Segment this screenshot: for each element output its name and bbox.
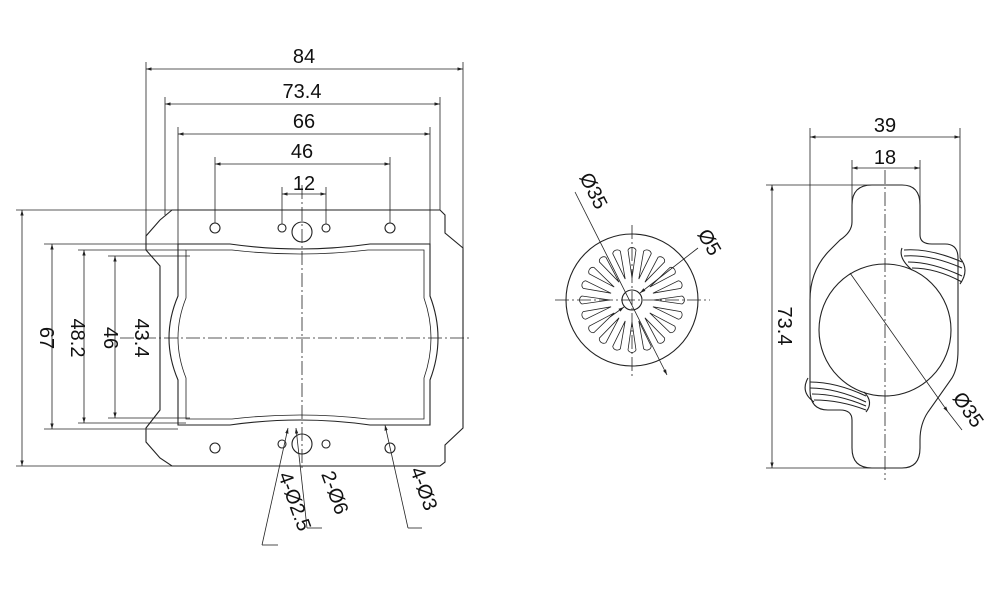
dim-label-84: 84 [293,46,315,68]
dim-side-diameter-35: Ø35 [849,272,988,432]
dim-label-73-4: 73.4 [283,81,322,103]
stack-inner-outline [177,249,432,420]
callout-holes-side: 4-Ø3 [384,424,441,529]
rotor-slot [638,249,652,280]
hole-bottom-left-small [209,442,221,454]
rotor-slot [644,317,666,344]
rotor-slot [598,317,620,344]
stack-outline [168,243,439,426]
dim-height-43-4: 43.4 [108,255,190,419]
dim-width-73-4: 73.4 [164,81,441,215]
callout-label-4-d2-5: 4-Ø2.5 [273,469,315,534]
rotor-slots [579,247,685,353]
hole-top-mid-left [277,223,287,233]
callout-label-4-d3: 4-Ø3 [405,464,441,513]
rotor-slot [644,256,666,283]
dim-width-12: 12 [281,173,327,224]
rotor-view: Ø35 Ø5 [555,169,725,376]
dim-width-84: 84 [145,46,464,248]
rotor-slot [649,266,676,288]
dim-label-46: 46 [291,141,313,163]
side-outline [809,184,959,469]
callout-label-2-d6: 2-Ø6 [316,468,352,517]
rotor-slot [638,320,652,351]
dim-label-67: 67 [35,327,57,349]
dim-width-66: 66 [177,111,431,244]
front-view: 84 73.4 66 46 12 [16,46,472,546]
dim-label-46-vertical: 46 [99,327,121,349]
dim-label-rotor-d5: Ø5 [693,226,725,260]
hole-bottom-mid-right [321,439,331,449]
rotor-slot [652,306,683,320]
coil-bottom [804,377,871,413]
hole-top-right-small [384,222,396,234]
dim-width-46: 46 [214,141,391,223]
rotor-slot [649,312,676,334]
rotor-slot [581,280,612,294]
rotor-slot [581,306,612,320]
dim-label-48-2: 48.2 [66,319,88,358]
dim-label-side-d35: Ø35 [948,388,988,432]
dim-label-39: 39 [874,115,896,137]
rotor-slot [612,249,626,280]
dim-side-width-18: 18 [851,147,921,205]
coil-top [900,247,966,285]
rotor-slot [652,280,683,294]
rotor-slot [588,312,615,334]
rotor-slot [598,256,620,283]
dim-label-18: 18 [874,147,896,169]
dim-label-66: 66 [293,111,315,133]
rotor-slot [588,266,615,288]
hole-top-left-small [209,222,221,234]
side-view: 39 18 73.4 Ø35 [766,115,988,480]
hole-top-mid-right [321,223,331,233]
hole-bottom-right-small [384,442,396,454]
dim-side-height-73-4: 73.4 [766,184,872,469]
rotor-slot [653,295,685,305]
dim-label-43-4: 43.4 [130,319,152,358]
dim-label-rotor-d35: Ø35 [575,169,612,213]
dim-rotor-bore-5: Ø5 [609,226,725,318]
hole-bottom-mid-left [277,439,287,449]
dim-label-side-73-4: 73.4 [773,307,795,346]
dim-side-width-39: 39 [809,115,961,300]
rotor-slot [612,320,626,351]
dim-label-12: 12 [293,173,315,195]
